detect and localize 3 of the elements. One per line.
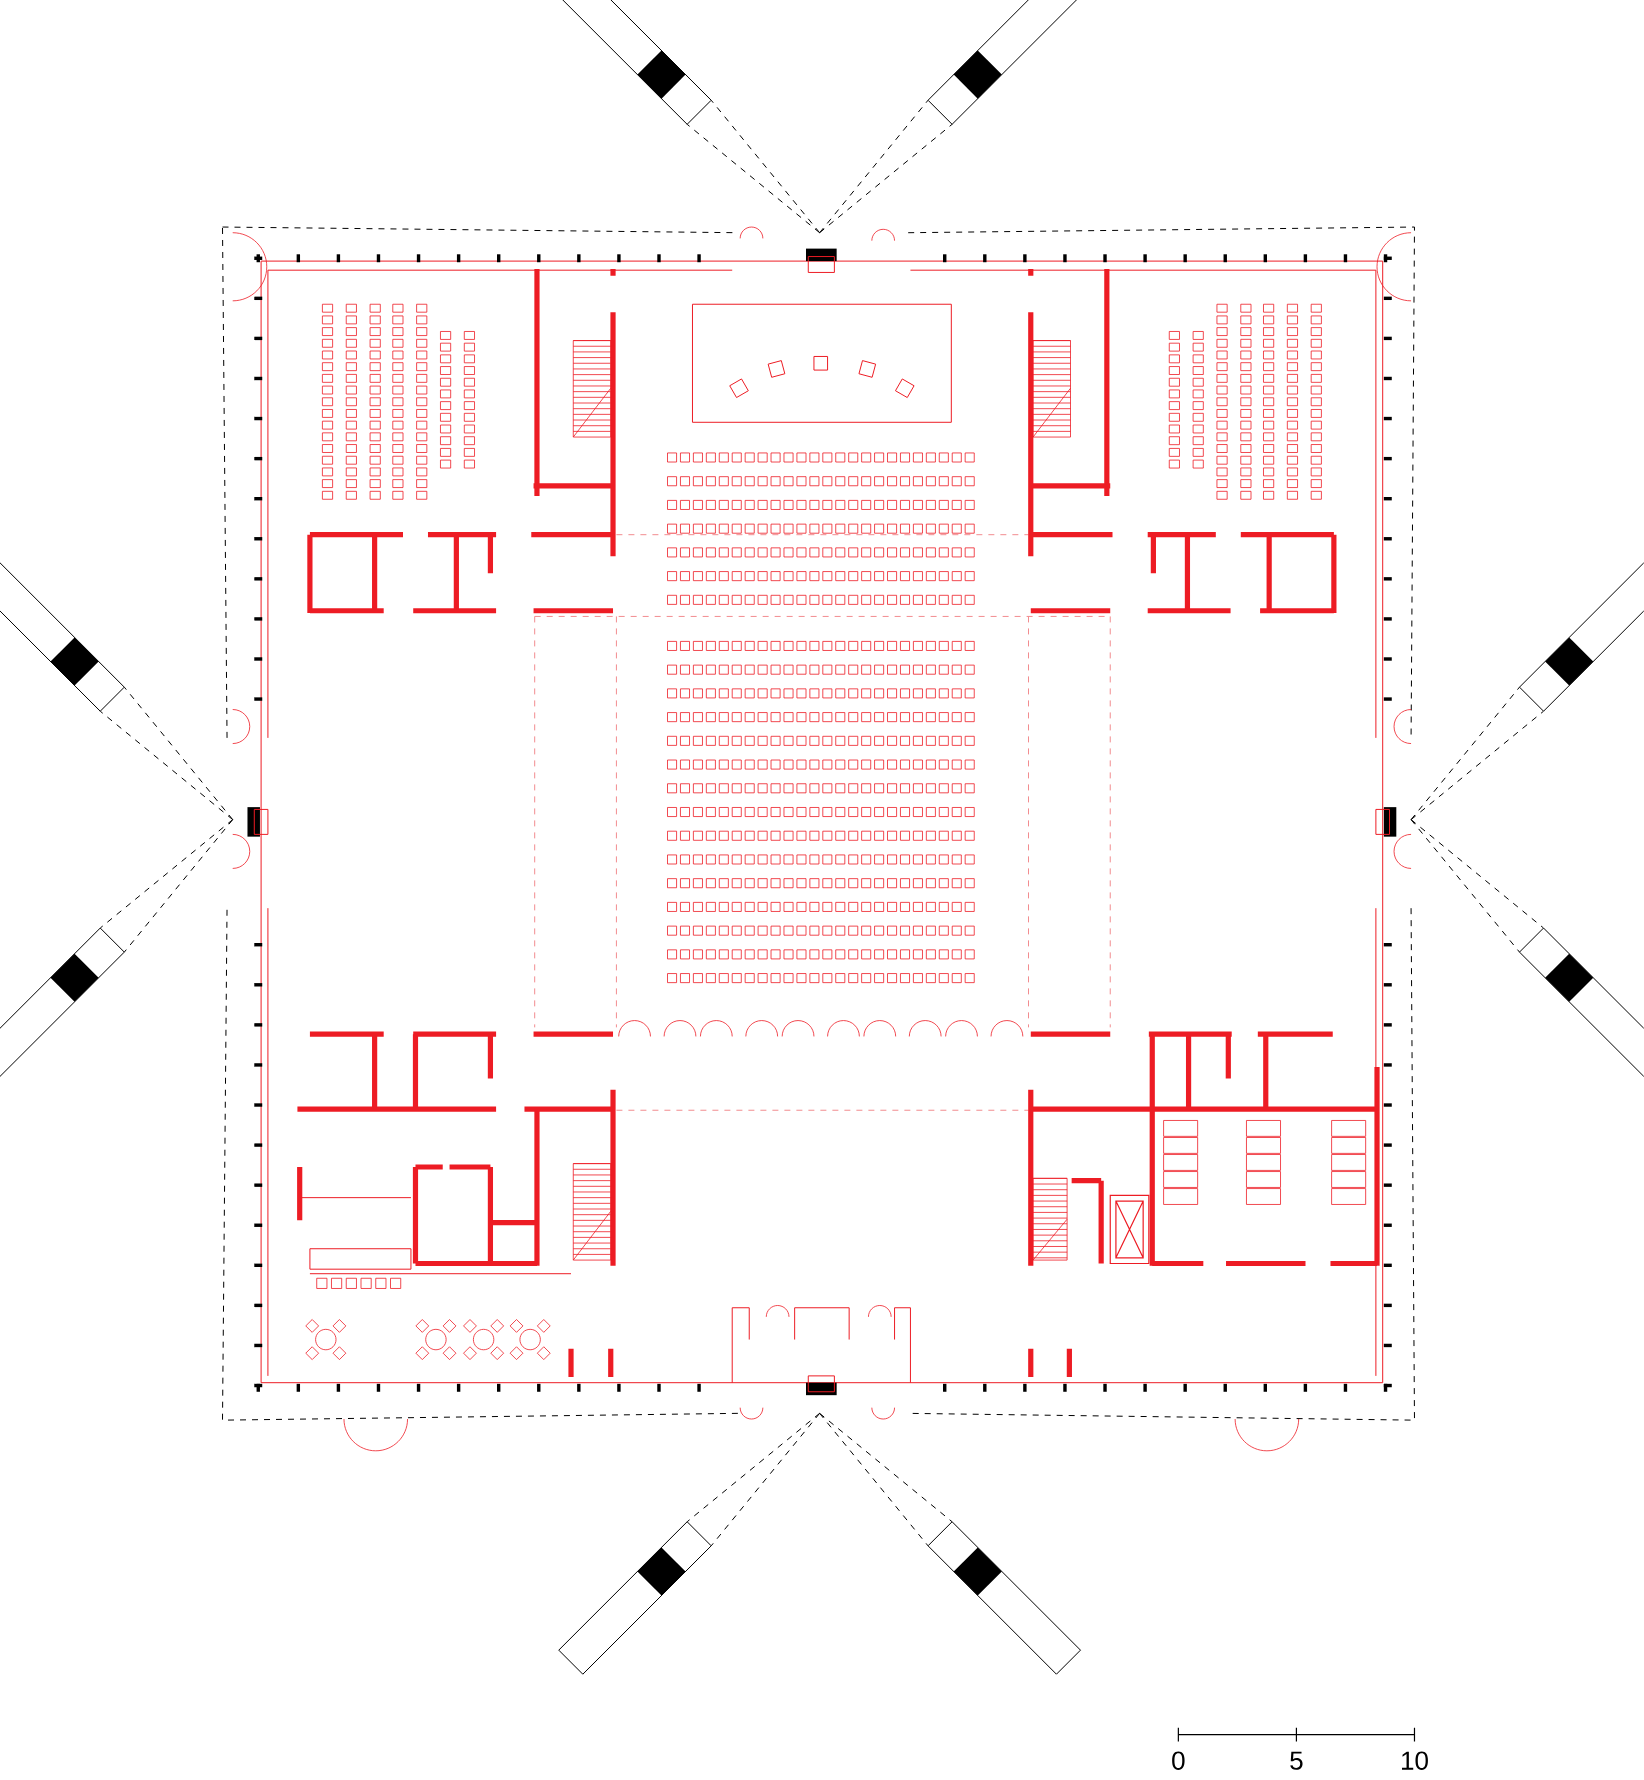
scale-number: 5 (1290, 1751, 1303, 1770)
scale-number: 0 (1172, 1751, 1185, 1770)
scale-number: 10 (1402, 1751, 1429, 1770)
